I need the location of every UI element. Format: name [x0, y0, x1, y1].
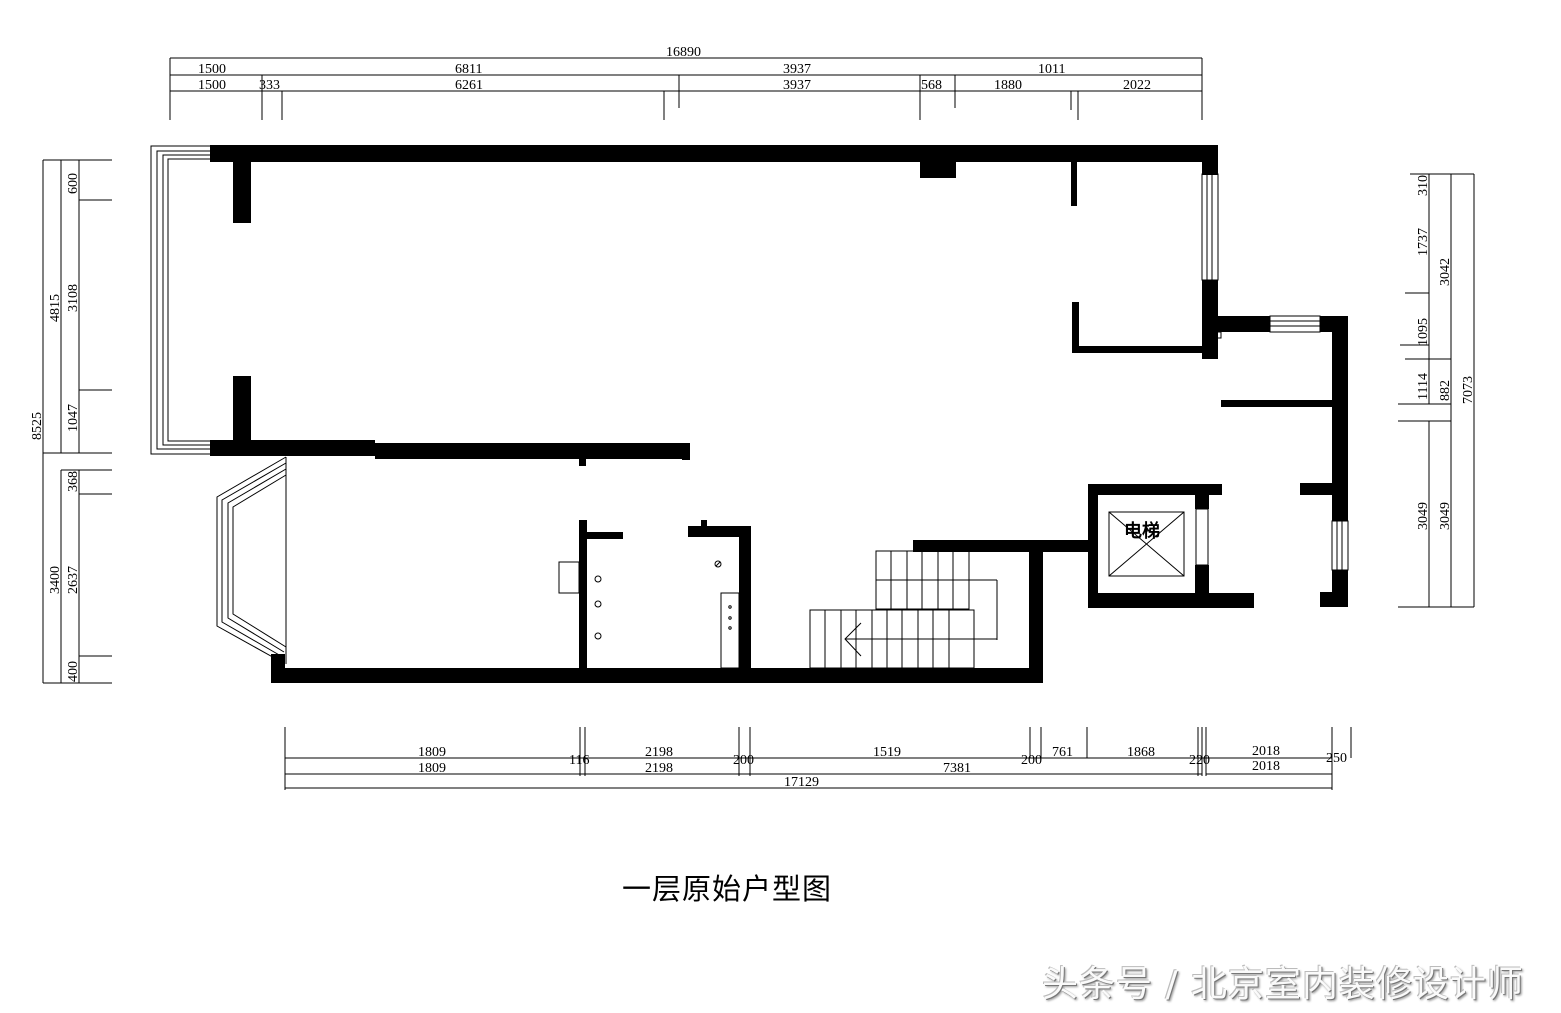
fixture-icon — [594, 575, 602, 583]
dim-bottom-overall: 17129 — [784, 775, 819, 790]
dim-label: 600 — [66, 173, 81, 194]
floor-drain-icon — [714, 560, 722, 568]
dim-label: 568 — [921, 78, 942, 93]
dim-label: 2198 — [645, 761, 673, 776]
dim-label: 2022 — [1123, 78, 1151, 93]
dim-label: 2198 — [645, 745, 673, 760]
windows — [150, 145, 1349, 664]
dim-label: 1519 — [873, 745, 901, 760]
fixture-icon — [594, 632, 602, 640]
dim-label: 400 — [66, 661, 81, 682]
left-dimension-lines — [42, 159, 112, 684]
drawing-title: 一层原始户型图 — [622, 872, 833, 906]
dim-label: 3108 — [66, 284, 81, 312]
wall-box — [558, 561, 580, 594]
dim-label: 116 — [569, 753, 589, 768]
dim-label: 1737 — [1416, 228, 1431, 256]
walls — [210, 145, 1348, 683]
dim-label: 882 — [1438, 380, 1453, 401]
dim-label: 6261 — [455, 78, 483, 93]
left-dimension-labels: 8525 4815 600 3108 1047 3400 368 2637 40… — [30, 173, 81, 682]
dim-label: 3937 — [783, 62, 811, 77]
bathroom-fixtures — [558, 560, 740, 669]
dim-label: 3049 — [1438, 502, 1453, 530]
dim-label: 8525 — [30, 412, 45, 440]
dim-label: 6811 — [455, 62, 482, 77]
dim-label: 1095 — [1416, 318, 1431, 346]
dim-label: 3049 — [1416, 502, 1431, 530]
stair-arrow-icon — [844, 622, 862, 657]
right-dimension-lines — [1398, 173, 1475, 608]
dim-label: 1500 — [198, 62, 226, 77]
dim-label: 2018 — [1252, 759, 1280, 774]
dim-label: 310 — [1416, 175, 1431, 196]
dim-label: 220 — [1189, 753, 1210, 768]
bottom-dimension-labels: 1809 116 2198 200 1519 200 761 1868 220 … — [418, 744, 1347, 790]
dim-label: 1809 — [418, 761, 446, 776]
dim-label: 333 — [259, 78, 280, 93]
dim-label: 1500 — [198, 78, 226, 93]
top-dimension-lines — [169, 57, 1203, 120]
dim-label: 1868 — [1127, 745, 1155, 760]
dim-label: 200 — [733, 753, 754, 768]
dim-label: 200 — [1021, 753, 1042, 768]
dim-label: 1011 — [1038, 62, 1065, 77]
staircase — [809, 550, 998, 669]
dim-label: 4815 — [48, 294, 63, 322]
watermark: 头条号 / 北京室内装修设计师 — [1042, 964, 1525, 1005]
dim-label: 1809 — [418, 745, 446, 760]
dim-label: 7381 — [943, 761, 971, 776]
dim-label: 2637 — [66, 566, 81, 594]
dim-label: 3937 — [783, 78, 811, 93]
top-dimension-labels: 16890 1500 6811 3937 1011 1500 333 6261 … — [198, 45, 1151, 93]
elevator-label: 电梯 — [1124, 520, 1160, 542]
dim-label: 3042 — [1438, 258, 1453, 286]
dim-label: 2018 — [1252, 744, 1280, 759]
dim-label: 3400 — [48, 566, 63, 594]
dim-label: 1047 — [66, 404, 81, 432]
dim-label: 1114 — [1416, 373, 1431, 400]
dim-label: 250 — [1326, 751, 1347, 766]
right-dimension-labels: 310 1737 3042 1095 1114 882 7073 3049 30… — [1416, 175, 1476, 530]
dim-label: 1880 — [994, 78, 1022, 93]
bottom-dimension-lines — [284, 727, 1352, 790]
counter — [720, 592, 740, 669]
dim-top-overall: 16890 — [666, 45, 701, 60]
dim-label: 761 — [1052, 745, 1073, 760]
fixture-icon — [594, 600, 602, 608]
dim-label: 368 — [66, 471, 81, 492]
elevator-car — [1108, 511, 1185, 577]
dim-label: 7073 — [1461, 376, 1476, 404]
elevator — [1108, 511, 1185, 577]
